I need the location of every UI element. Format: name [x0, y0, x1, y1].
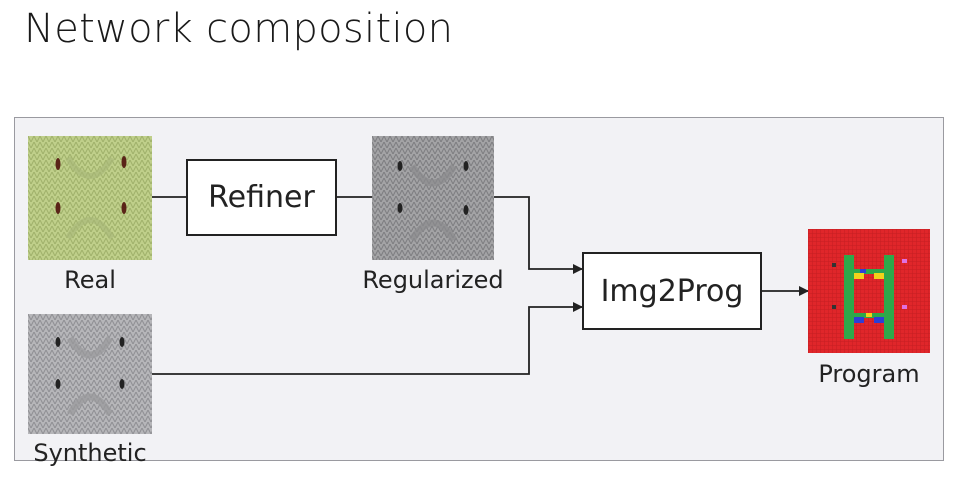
real-image	[28, 136, 152, 260]
program-label: Program	[818, 360, 920, 388]
synthetic-to-img2prog-arrow	[152, 302, 583, 375]
refiner-box: Refiner	[186, 159, 337, 236]
slide-title: Network composition	[24, 6, 454, 52]
real-label: Real	[64, 266, 116, 294]
synthetic-image	[28, 314, 152, 434]
regularized-image	[372, 136, 494, 260]
program-image	[808, 229, 930, 353]
regularized-to-img2prog-arrow	[494, 196, 583, 274]
synthetic-label: Synthetic	[33, 439, 147, 467]
regularized-label: Regularized	[362, 266, 504, 294]
img2prog-box: Img2Prog	[582, 252, 762, 330]
